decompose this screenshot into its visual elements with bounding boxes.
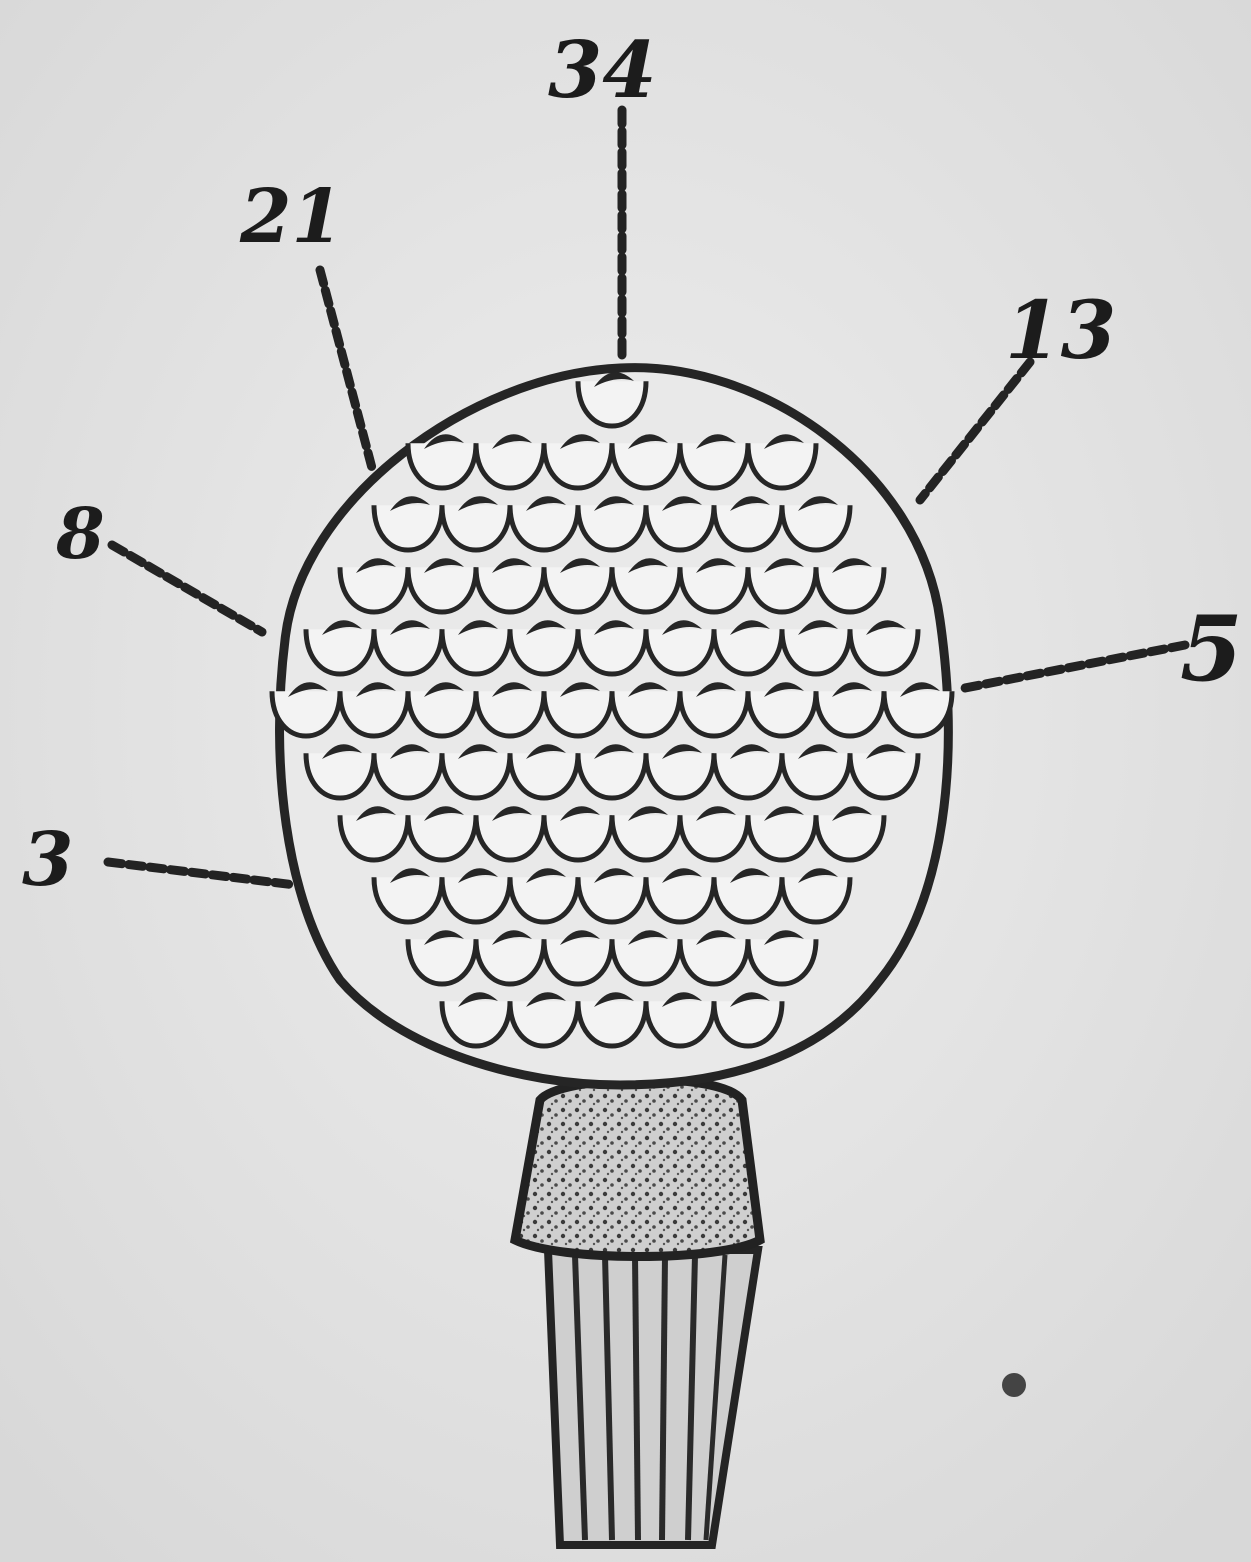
ink-speck	[1002, 1373, 1026, 1397]
label-21: 21	[239, 174, 343, 260]
label-34: 34	[548, 25, 657, 116]
label-5: 5	[1180, 596, 1243, 702]
base-collar	[515, 1079, 760, 1256]
label-13: 13	[1005, 283, 1116, 377]
label-3: 3	[22, 817, 74, 903]
label-8: 8	[55, 492, 105, 575]
